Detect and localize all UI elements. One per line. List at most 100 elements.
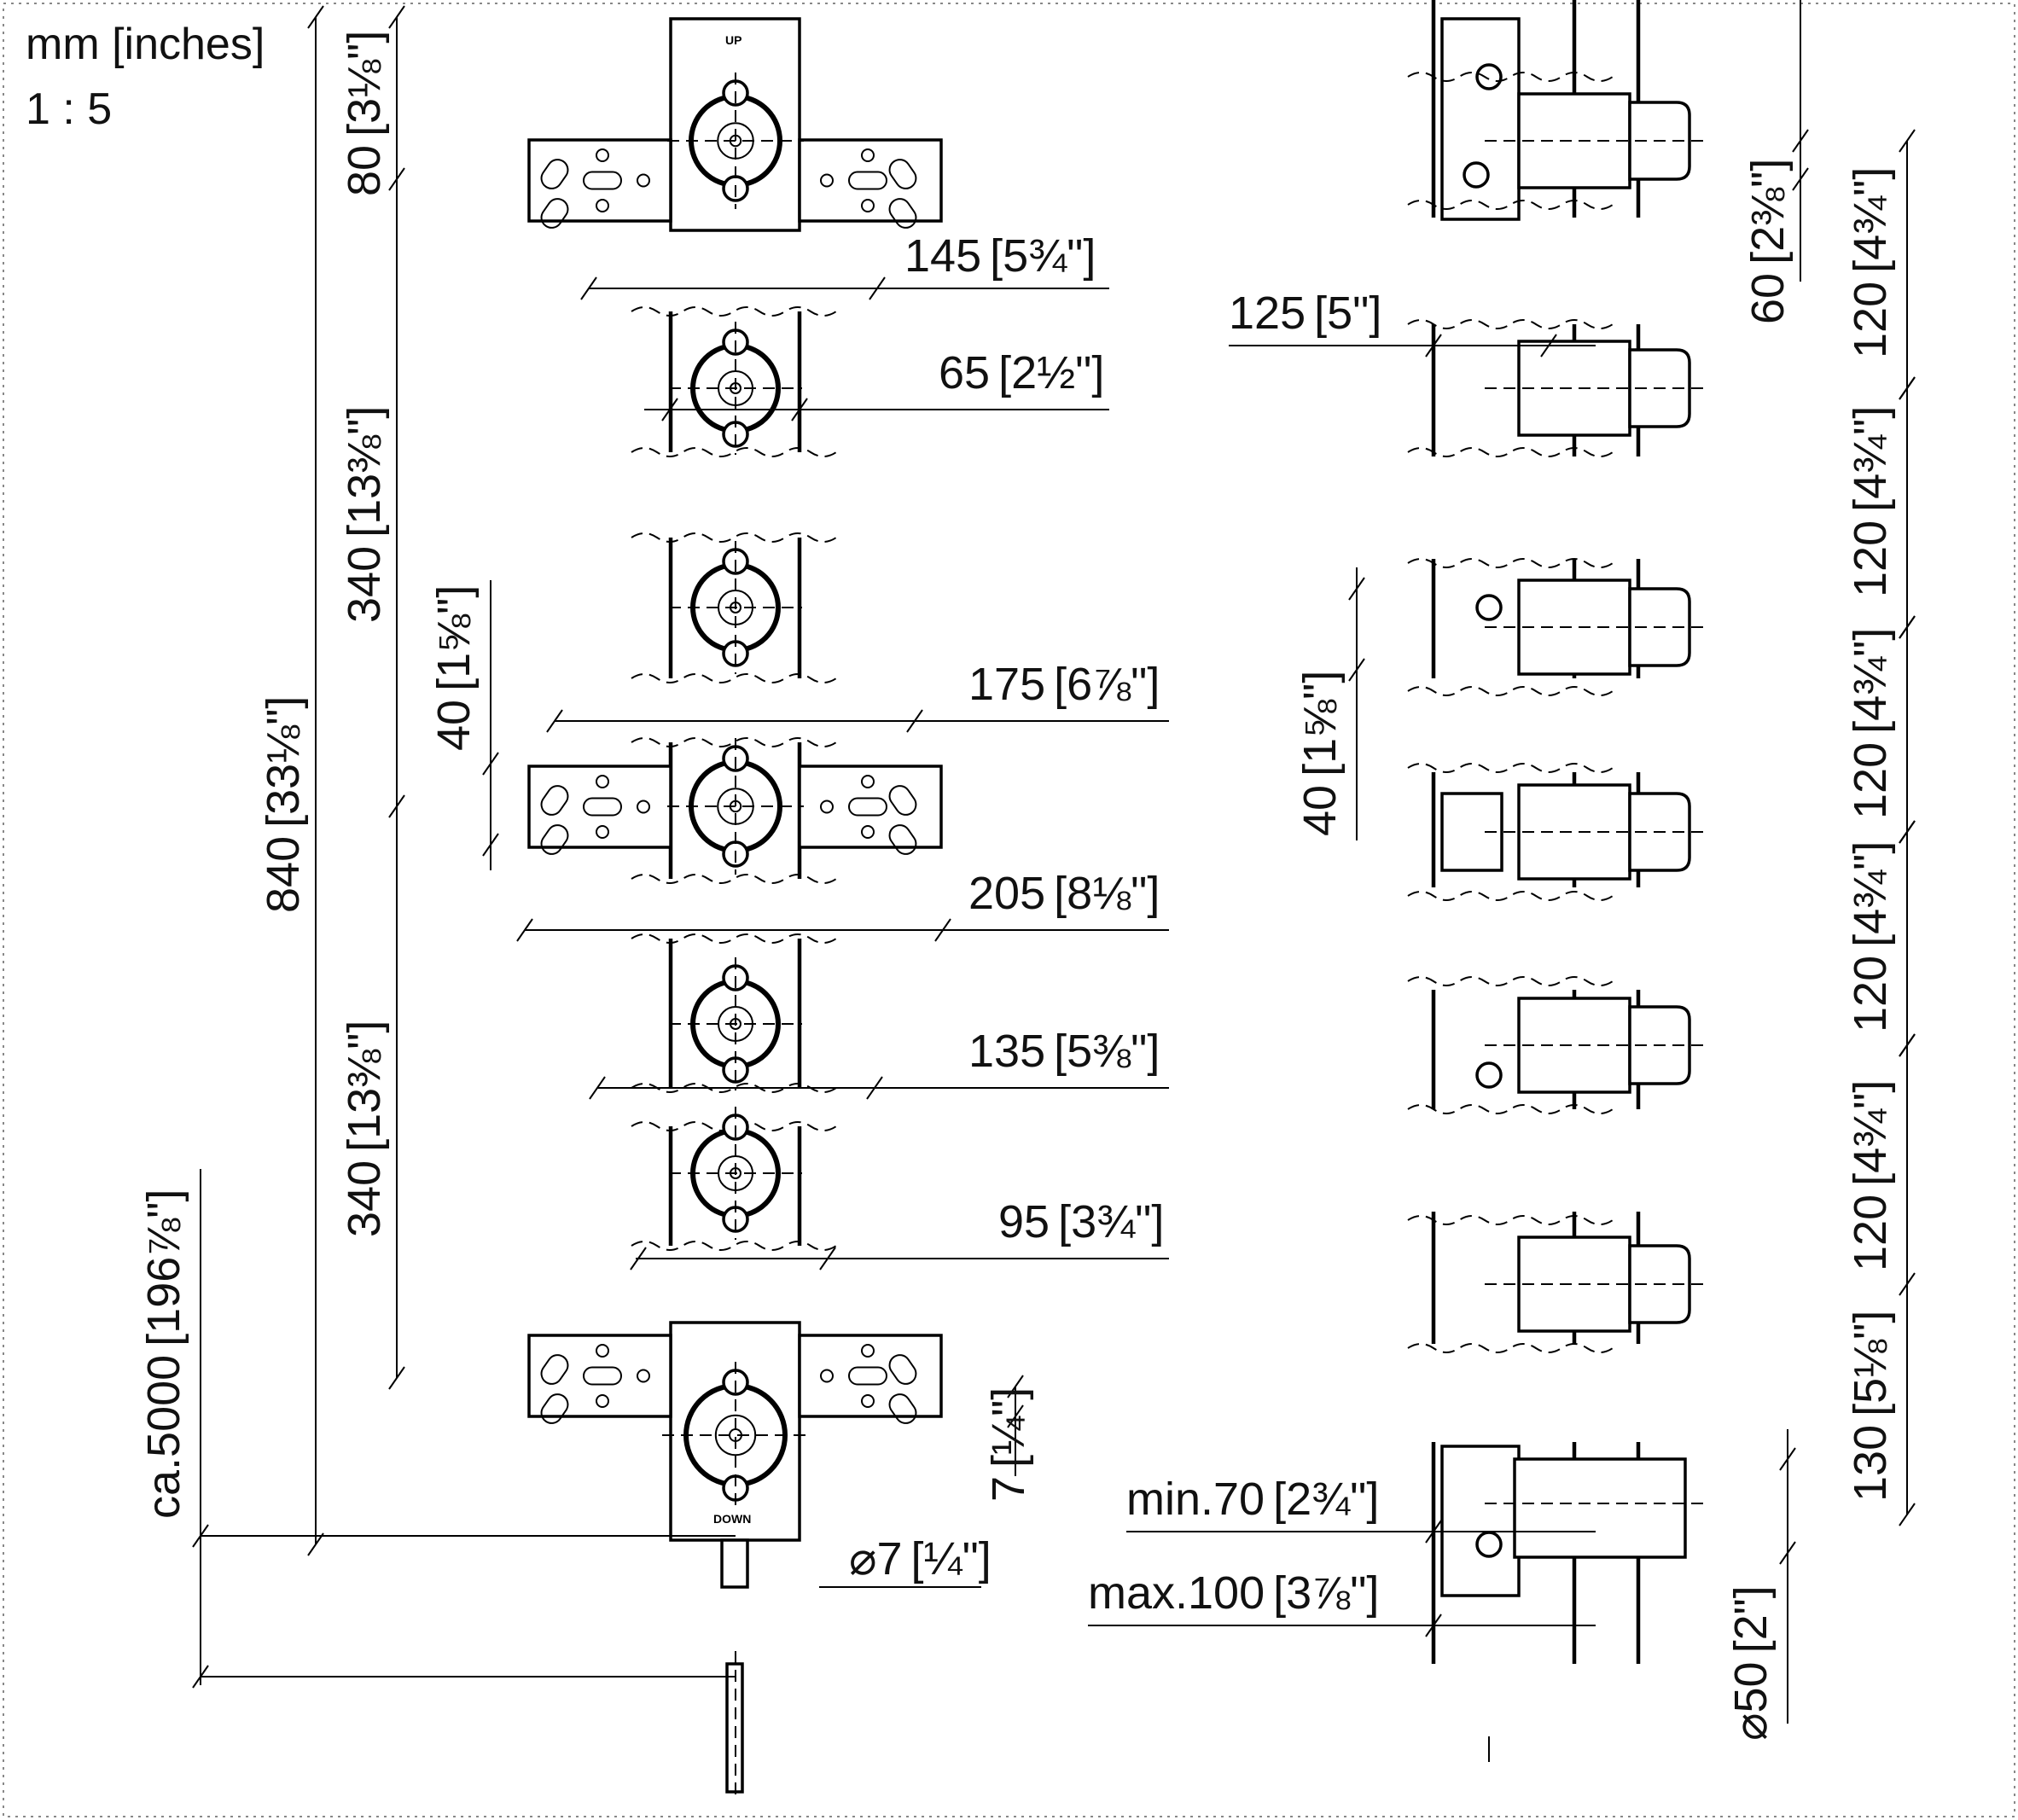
mount-screw	[1475, 1531, 1503, 1558]
bolt-hole	[596, 1344, 609, 1358]
slot-hole	[583, 1366, 622, 1386]
dimension-label: ca.5000[196⅞"]	[138, 1189, 189, 1519]
dimension-label: 340[13⅜"]	[339, 1020, 390, 1237]
dimension-tick	[388, 1366, 405, 1390]
mounting-bracket-left	[527, 138, 672, 223]
dimension-label: 40 [1⅝"]	[428, 585, 480, 751]
dimension-tick	[1899, 820, 1916, 844]
break-line-top	[1407, 1215, 1614, 1225]
dimension-inches: [3¾"]	[1058, 1196, 1164, 1247]
dimension-tick	[630, 1247, 647, 1271]
dimension-tick	[1348, 658, 1365, 682]
dimension-label: 120[4¾"]	[1845, 406, 1896, 597]
dimension-tick	[1540, 334, 1557, 358]
slot-hole	[888, 1354, 917, 1385]
dimension-label: 120[4¾"]	[1845, 628, 1896, 819]
bolt-hole	[861, 775, 875, 788]
side-unit-body	[1517, 997, 1631, 1094]
side-unit-top	[1517, 92, 1631, 189]
dimension-inches: [196⅞"]	[138, 1189, 189, 1346]
mounting-bracket-right	[798, 138, 943, 223]
side-unit-body	[1517, 340, 1631, 437]
slot-hole	[848, 1366, 887, 1386]
dimension-inches: [1⅝"]	[428, 585, 480, 691]
break-line-bottom	[631, 1241, 837, 1251]
dimension-value: 120	[1845, 1195, 1896, 1271]
break-line-bottom	[1407, 686, 1614, 696]
bolt-hole	[637, 173, 650, 188]
dimension-inches: [5⅜"]	[1054, 1026, 1160, 1077]
break-line-top	[631, 306, 837, 317]
dimension-tick	[1899, 129, 1916, 153]
dimension-inches: [3⅛"]	[339, 31, 390, 137]
break-line-top	[1407, 319, 1614, 329]
scale-label: 1 : 5	[26, 84, 113, 134]
bolt-hole	[861, 1344, 875, 1358]
dimension-tick	[819, 1247, 836, 1271]
dimension-inches: [13⅜"]	[339, 406, 390, 538]
dimension-tick	[388, 5, 405, 29]
supply-pipe	[720, 1538, 749, 1589]
dimension-inches: [5¾"]	[990, 230, 1096, 282]
dimension-value: 40	[428, 700, 480, 751]
side-view	[1407, 0, 1707, 1762]
bolt-hole	[637, 800, 650, 814]
bolt-hole	[820, 800, 834, 814]
slot-hole	[888, 198, 917, 229]
dimension-value: 145	[904, 230, 981, 282]
dimension-value: 340	[339, 546, 390, 623]
dimension-label: 7 [¼"]	[983, 1387, 1034, 1502]
bolt-hole	[596, 148, 609, 162]
dimension-inches: [4¾"]	[1845, 1080, 1896, 1186]
dimension-inches: [2"]	[1725, 1585, 1777, 1653]
dimension-value: 7	[983, 1476, 1034, 1502]
dimension-label: 145[5¾"]	[904, 230, 1096, 282]
dimension-tick	[1899, 1033, 1916, 1057]
dimension-inches: [2¾"]	[1273, 1474, 1379, 1525]
dimension-inches: [2⅜"]	[1742, 159, 1794, 265]
dimension-label: 120 [4¾"]	[1845, 1080, 1896, 1271]
side-unit-body	[1517, 579, 1631, 676]
break-line-bottom	[1407, 1343, 1614, 1353]
dimension-value: 65	[939, 347, 990, 398]
bolt-hole	[596, 1394, 609, 1408]
mount-screw	[1463, 161, 1490, 189]
mounting-bracket-left	[527, 765, 672, 849]
units-label: mm [inches]	[26, 20, 265, 69]
break-line-bottom	[631, 874, 837, 884]
dimension-tick	[869, 276, 886, 300]
break-line-bottom	[631, 673, 837, 683]
dimension-value: ⌀7	[849, 1533, 903, 1585]
dimension-value: 80	[339, 145, 390, 196]
side-housing-top	[1440, 17, 1521, 221]
dimension-inches: [¼"]	[983, 1387, 1034, 1468]
dimension-value: min.70	[1126, 1474, 1265, 1525]
slot-hole	[848, 171, 887, 190]
slot-hole	[583, 171, 622, 190]
dimension-label: min.70[2¾"]	[1126, 1474, 1379, 1525]
dimension-inches: [33⅛"]	[258, 696, 309, 828]
mounting-bracket-right	[798, 765, 943, 849]
dimension-value: ⌀50	[1725, 1661, 1777, 1741]
slot-hole	[888, 1393, 917, 1424]
side-housing-bottom	[1440, 1445, 1521, 1597]
bolt-hole	[861, 1394, 875, 1408]
dimension-value: 205	[968, 868, 1045, 919]
break-line-bottom	[1407, 891, 1614, 901]
dimension-tick	[1899, 615, 1916, 639]
dimension-value: 130	[1845, 1425, 1896, 1502]
dimension-inches: [4¾"]	[1845, 841, 1896, 947]
mount-screw	[1475, 1061, 1503, 1089]
dimension-label: 120[4¾"]	[1845, 841, 1896, 1032]
slot-hole	[540, 159, 569, 189]
dimension-tick	[482, 752, 499, 776]
dimension-label: 205[8⅛"]	[968, 868, 1160, 919]
dimension-inches: [13⅜"]	[339, 1020, 390, 1152]
dimension-label: 125[5"]	[1229, 288, 1381, 339]
dimension-inches: [4¾"]	[1845, 406, 1896, 512]
dimension-tick	[661, 398, 678, 422]
side-unit-body	[1517, 783, 1631, 881]
dimension-label: 340 [13⅜"]	[339, 406, 390, 623]
bolt-hole	[861, 199, 875, 212]
dimension-value: 95	[998, 1196, 1050, 1247]
